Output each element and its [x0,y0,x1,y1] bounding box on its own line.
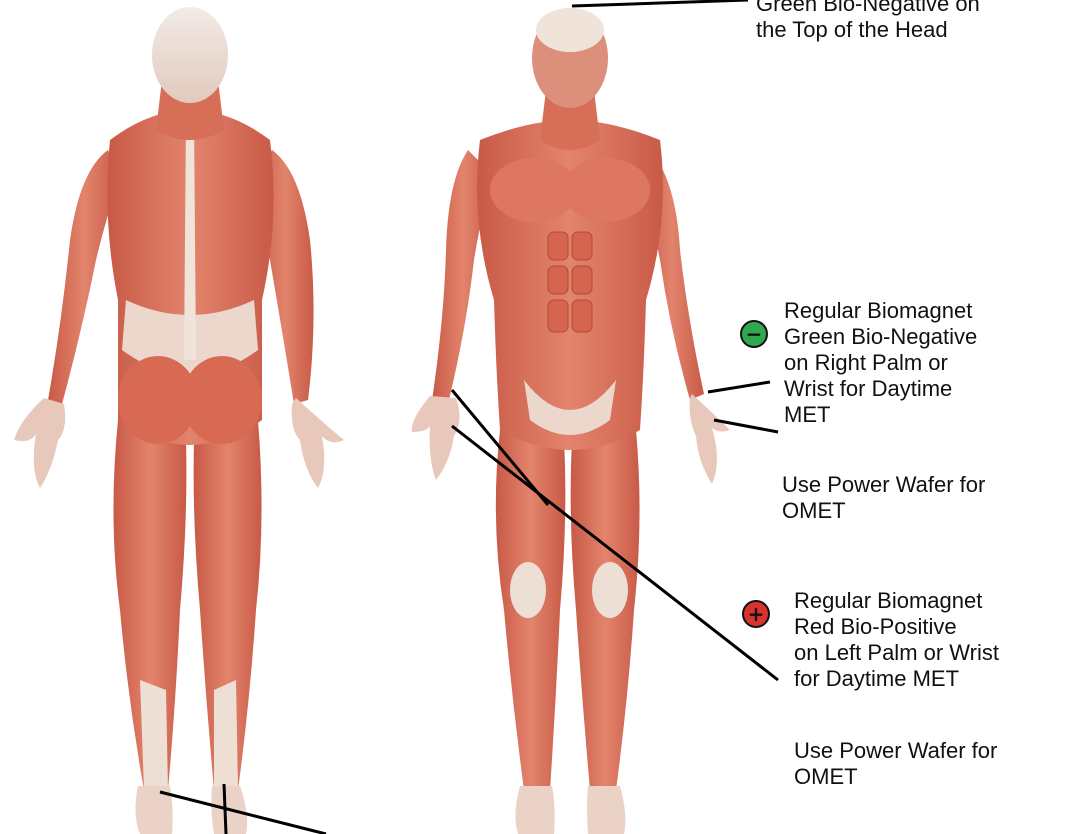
left-palm-label-line-4: for Daytime MET [794,666,999,692]
back-view-figure [14,7,344,834]
head-label: Green Bio-Negative on the Top of the Hea… [756,0,980,43]
right-palm-note-line-1: Use Power Wafer for [782,472,985,498]
right-palm-label-line-5: MET [784,402,977,428]
right-palm-label: Regular Biomagnet Green Bio-Negative on … [784,298,977,428]
foot-pointer-line-2 [224,784,226,834]
front-view-figure [412,8,730,834]
left-palm-note-line-1: Use Power Wafer for [794,738,997,764]
left-palm-note: Use Power Wafer for OMET [794,738,997,790]
head-pointer-line [572,0,748,6]
right-palm-note: Use Power Wafer for OMET [782,472,985,524]
left-palm-label-line-2: Red Bio-Positive [794,614,999,640]
right-palm-label-line-3: on Right Palm or [784,350,977,376]
right-palm-note-line-2: OMET [782,498,985,524]
head-label-line-2: the Top of the Head [756,17,980,43]
red-bio-positive-icon: + [742,600,770,628]
right-palm-label-line-1: Regular Biomagnet [784,298,977,324]
right-palm-label-line-4: Wrist for Daytime [784,376,977,402]
right-palm-pointer-line-1 [708,382,770,392]
left-palm-label-line-3: on Left Palm or Wrist [794,640,999,666]
head-label-line-1: Green Bio-Negative on [756,0,980,17]
green-bio-negative-icon: − [740,320,768,348]
left-palm-label: Regular Biomagnet Red Bio-Positive on Le… [794,588,999,692]
left-palm-note-line-2: OMET [794,764,997,790]
left-palm-label-line-1: Regular Biomagnet [794,588,999,614]
right-palm-label-line-2: Green Bio-Negative [784,324,977,350]
